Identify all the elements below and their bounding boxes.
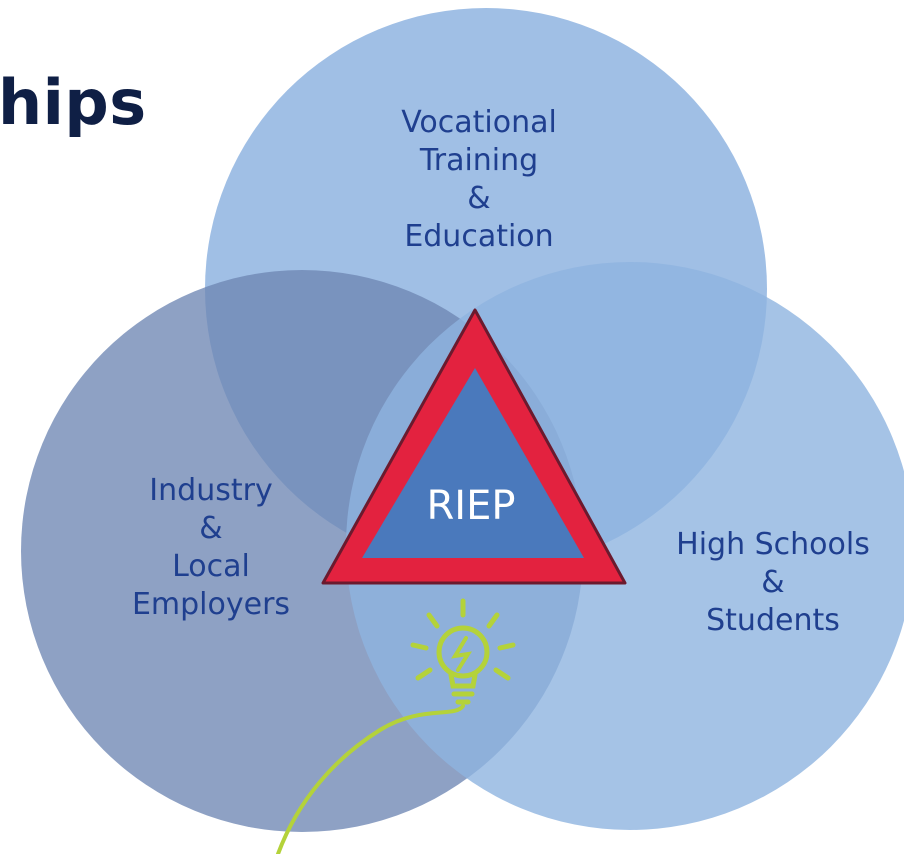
triangle-icon <box>321 308 627 585</box>
page-heading: hips <box>0 66 147 139</box>
lightbulb-icon <box>276 598 516 854</box>
circle-label-vocational-training: Vocational Training & Education <box>401 105 557 254</box>
circle-label-industry-employers: Industry & Local Employers <box>131 473 291 622</box>
center-label: RIEP <box>426 483 516 529</box>
circle-label-high-schools: High Schools & Students <box>676 527 870 638</box>
